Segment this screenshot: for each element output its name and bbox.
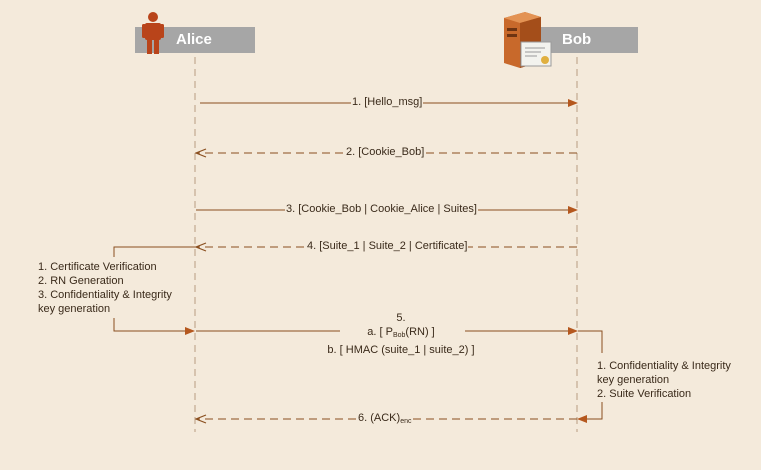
message-1-label: 1. [Hello_msg] [351,96,424,109]
message-4-label: 4. [Suite_1 | Suite_2 | Certificate] [306,240,469,253]
bob-name: Bob [562,31,592,48]
alice-name: Alice [176,31,212,48]
bob-note-bracket [578,330,603,353]
message-5-part-b: b. [ HMAC (suite_1 | suite_2) ] [327,344,475,356]
bob-note: 1. Confidentiality & Integrity key gener… [597,360,731,400]
message-5-part-a: a. [ PBob(RN) ] [367,326,435,339]
message-5-number: 5. [396,312,406,324]
message-5-label: 5. a. [ PBob(RN) ] b. [ HMAC (suite_1 | … [300,311,502,357]
alice-note: 1. Certificate Verification 2. RN Genera… [38,261,172,315]
message-3-label: 3. [Cookie_Bob | Cookie_Alice | Suites] [285,203,478,216]
bob-note-bracket-bottom [577,402,603,423]
message-6-label: 6. (ACK)enc [357,412,413,428]
server-certificate-icon [504,12,552,68]
alice-note-bracket-bottom [113,318,195,335]
person-icon [142,12,164,54]
message-2-label: 2. [Cookie_Bob] [345,146,426,159]
alice-note-bracket [113,246,196,257]
